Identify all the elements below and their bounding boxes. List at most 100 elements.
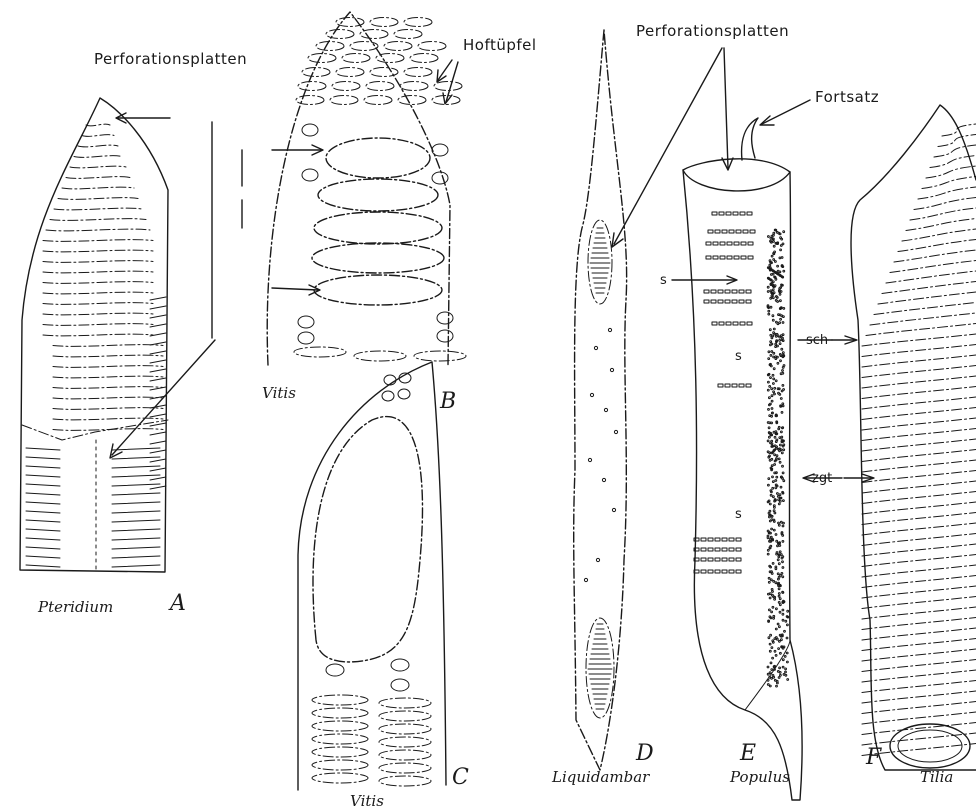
- side-bar: [150, 360, 166, 363]
- pit: [722, 230, 727, 233]
- scalariform-bar-lower: [112, 493, 160, 495]
- pit: [746, 290, 751, 293]
- stipple-dot: [775, 343, 777, 345]
- bordered-pit: [354, 351, 406, 361]
- stipple-dot: [768, 358, 770, 360]
- caption-e-letter: E: [739, 741, 756, 766]
- arrow-fortsatz: [762, 100, 810, 124]
- stipple-dot: [779, 626, 781, 628]
- stipple-dot: [778, 648, 780, 650]
- stipple-dot: [787, 661, 789, 663]
- scalariform-bar: [74, 156, 122, 158]
- stipple-dot: [772, 487, 774, 489]
- stipple-dot: [774, 454, 776, 456]
- side-bar: [150, 405, 166, 408]
- pit: [729, 548, 734, 551]
- bordered-pit-round: [398, 389, 410, 399]
- stipple-dot: [771, 395, 773, 397]
- spiral-thickening: [862, 355, 976, 367]
- bordered-pit: [336, 68, 364, 77]
- scalariform-bar-lower: [26, 556, 60, 558]
- pit: [701, 558, 706, 561]
- stipple-dot: [768, 427, 770, 429]
- stipple-dot: [775, 441, 777, 443]
- spiral-thickening: [862, 691, 976, 703]
- stipple-dot: [772, 591, 774, 593]
- pit: [734, 242, 739, 245]
- spiral-thickening: [874, 303, 976, 315]
- scalariform-bar-lower: [26, 529, 60, 531]
- pit: [727, 242, 732, 245]
- stipple-dot: [779, 461, 781, 463]
- pit: [718, 384, 723, 387]
- pit: [726, 212, 731, 215]
- side-bar: [150, 315, 166, 318]
- perforation-plate-outline: [586, 618, 614, 718]
- stipple-dot: [772, 594, 774, 596]
- stipple-dot: [772, 606, 774, 608]
- pit: [739, 300, 744, 303]
- pit: [736, 570, 741, 573]
- stipple-dot: [767, 673, 769, 675]
- stipple-dot: [777, 682, 779, 684]
- stipple-dot: [767, 286, 769, 288]
- spiral-thickening: [902, 229, 976, 241]
- pit: [711, 290, 716, 293]
- scalariform-bar: [43, 282, 153, 284]
- bordered-pit: [379, 737, 431, 747]
- pit: [715, 570, 720, 573]
- pit: [739, 290, 744, 293]
- stipple-dot: [770, 306, 772, 308]
- stipple-dot: [770, 662, 772, 664]
- stipple-dot: [781, 315, 783, 317]
- scalariform-bar-lower: [26, 448, 60, 450]
- pit: [746, 384, 751, 387]
- stipple-dot: [776, 608, 778, 610]
- bordered-pit: [330, 96, 358, 105]
- stipple-dot: [778, 426, 780, 428]
- bordered-pit: [400, 82, 428, 91]
- stipple-dot: [773, 510, 775, 512]
- panel-d-liquidambar-vessel: [574, 30, 627, 770]
- scalariform-bar: [43, 261, 153, 263]
- stipple-dot: [778, 556, 780, 558]
- caption-f-letter: F: [865, 745, 882, 770]
- bordered-pit: [298, 82, 326, 91]
- pit: [743, 230, 748, 233]
- stipple-dot: [769, 397, 771, 399]
- pit: [732, 300, 737, 303]
- scalariform-bar-lower: [112, 520, 160, 522]
- side-bar: [150, 432, 166, 435]
- stipple-dot: [771, 589, 773, 591]
- stipple-dot: [773, 245, 775, 247]
- bordered-pit: [312, 721, 368, 731]
- stipple-dot: [779, 494, 781, 496]
- bordered-pit: [364, 96, 392, 105]
- scalariform-perforations-a: [26, 124, 166, 567]
- stipple-dot: [782, 243, 784, 245]
- scalariform-bar-lower: [26, 520, 60, 522]
- spiral-thickening: [914, 198, 976, 210]
- spiral-thickening: [862, 418, 976, 430]
- stipple-dot: [779, 293, 781, 295]
- stipple-dot: [777, 301, 779, 303]
- stipple-dot: [768, 484, 770, 486]
- label-perforationsplatten-a: Perforationsplatten: [94, 50, 247, 68]
- panel-f-tilia-vessel: [851, 105, 976, 770]
- stipple-dot: [778, 458, 780, 460]
- stipple-dot: [769, 650, 771, 652]
- bordered-pit: [316, 42, 344, 51]
- stipple-dot: [776, 455, 778, 457]
- stipple-dot: [770, 341, 772, 343]
- stipple-dot: [767, 679, 769, 681]
- stipple-dot: [770, 634, 772, 636]
- pit: [701, 570, 706, 573]
- stipple-dot: [778, 677, 780, 679]
- spiral-thickening: [886, 271, 976, 283]
- stipple-dot: [777, 265, 779, 267]
- stipple-dot: [768, 381, 770, 383]
- stipple-dot: [772, 374, 774, 376]
- pit: [732, 290, 737, 293]
- caption-a-name: Pteridium: [37, 598, 113, 616]
- stipple-dot: [780, 554, 782, 556]
